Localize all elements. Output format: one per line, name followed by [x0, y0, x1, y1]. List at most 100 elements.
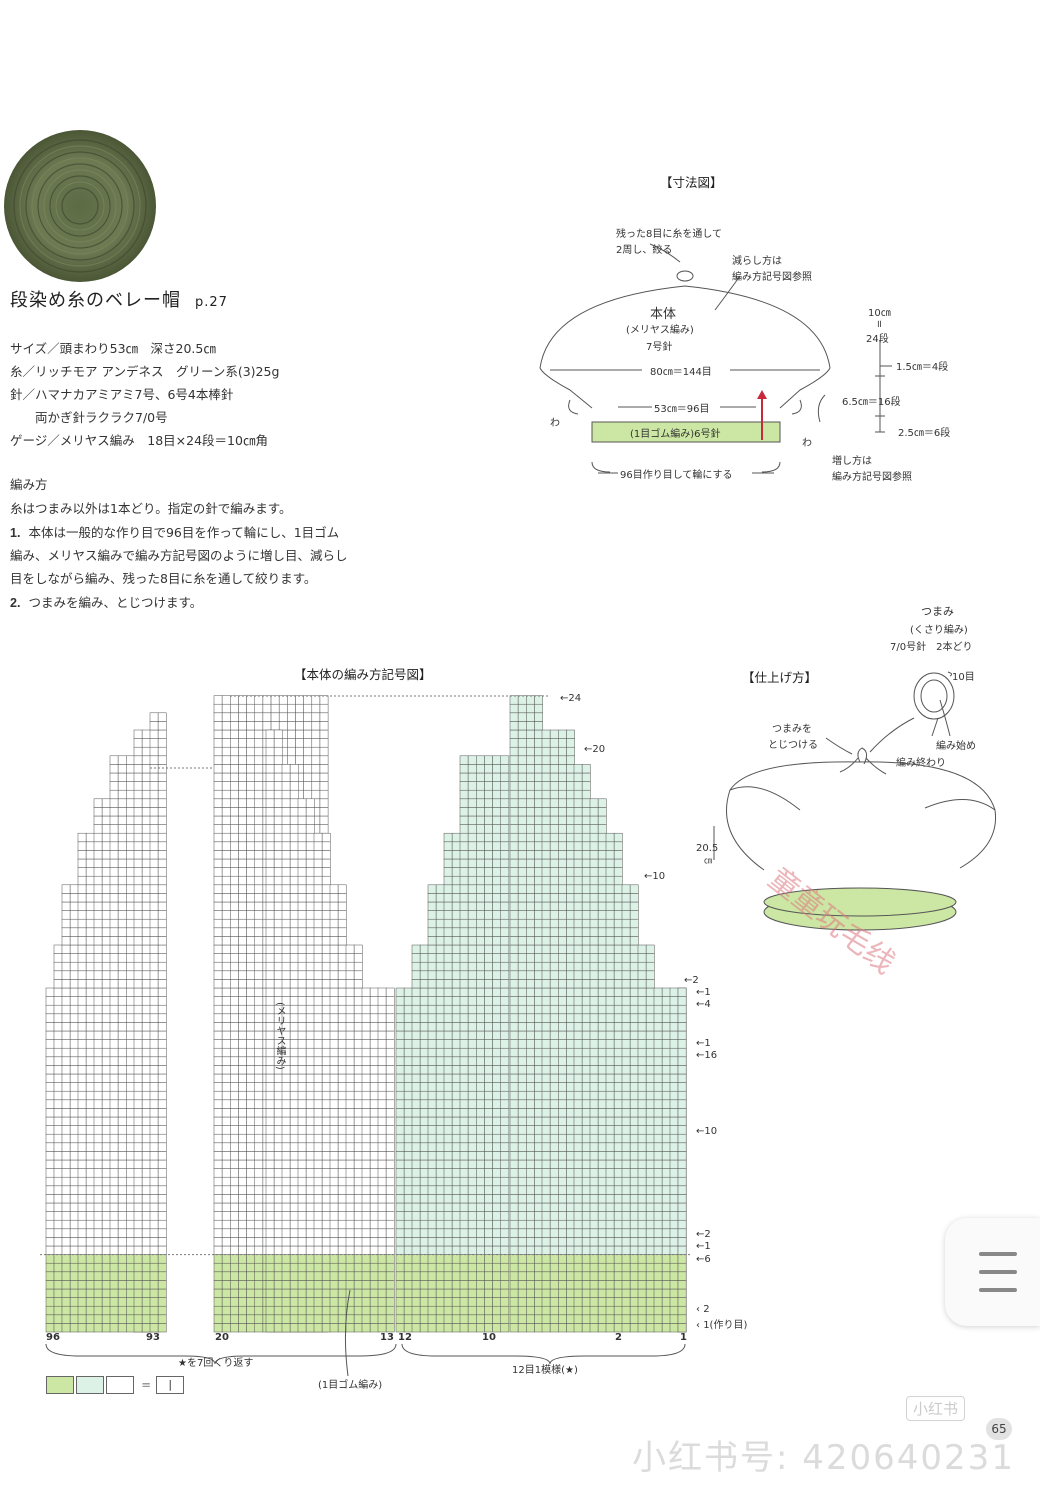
chart-cell: [621, 944, 631, 954]
chart-cell: [273, 1125, 283, 1135]
chart-cell: [93, 824, 103, 834]
chart-cell: [621, 1305, 631, 1316]
chart-cell: [353, 1108, 363, 1118]
chart-cell: [281, 927, 291, 937]
chart-cell: [573, 832, 583, 843]
chart-cell: [403, 1142, 413, 1152]
chart-cell: [492, 1116, 502, 1126]
chart-cell: [395, 1185, 405, 1195]
chart-cell: [597, 807, 607, 817]
chart-cell: [573, 764, 583, 774]
chart-cell: [345, 961, 355, 972]
chart-cell: [265, 953, 275, 963]
chart-cell: [558, 1211, 567, 1221]
chart-cell: [53, 1262, 63, 1273]
chart-cell: [637, 944, 647, 954]
chart-cell: [492, 961, 502, 972]
chart-cell: [637, 1176, 647, 1187]
chart-cell: [85, 1323, 95, 1333]
chart-cell: [500, 1305, 510, 1316]
chart-cell: [451, 936, 461, 946]
chart-cell: [467, 1245, 477, 1255]
chart-cell: [273, 1133, 283, 1144]
chart-cell: [126, 953, 135, 963]
chart-cell: [411, 953, 421, 963]
chart-cell: [69, 979, 79, 989]
chart-cell: [246, 1185, 256, 1195]
dim-width-80: 80㎝＝144目: [650, 367, 712, 378]
chart-cell: [589, 884, 599, 894]
chart-cell: [230, 781, 239, 791]
chart-cell: [451, 1073, 461, 1083]
chart-cell: [297, 850, 307, 860]
chart-cell: [246, 1262, 256, 1273]
chart-cell: [345, 1030, 355, 1040]
chart-cell: [221, 841, 231, 851]
chart-cell: [149, 1039, 159, 1049]
chart-cell: [526, 1305, 535, 1316]
chart-cell: [419, 1228, 429, 1238]
chart-cell: [385, 1142, 395, 1152]
chart-cell: [157, 1039, 167, 1049]
chart-cell: [435, 979, 445, 989]
chart-cell: [141, 850, 151, 860]
chart-cell: [435, 944, 445, 954]
chart-cell: [509, 807, 519, 817]
chart-cell: [509, 764, 519, 774]
chart-cell: [629, 1288, 639, 1298]
chart-cell: [597, 1254, 607, 1264]
chart-cell: [141, 1065, 151, 1075]
chart-cell: [213, 789, 223, 800]
chart-cell: [141, 1030, 151, 1040]
chart-cell: [549, 1030, 559, 1040]
chart-cell: [289, 1211, 299, 1221]
chart-cell: [117, 1159, 127, 1169]
chart-cell: [484, 1004, 493, 1015]
chart-cell: [411, 961, 421, 972]
chart-cell: [534, 841, 543, 851]
chart-cell: [289, 815, 299, 825]
chart-cell: [589, 875, 599, 886]
chart-cell: [126, 1168, 135, 1178]
chart-cell: [101, 936, 111, 946]
chart-cell: [238, 729, 247, 739]
chart-cell: [605, 850, 615, 860]
chart-cell: [246, 1073, 256, 1083]
chart-cell: [484, 901, 493, 911]
chart-cell: [509, 910, 519, 920]
chart-cell: [621, 910, 631, 920]
chart-cell: [246, 875, 256, 886]
chart-cell: [281, 1254, 291, 1264]
chart-cell: [313, 936, 323, 946]
chart-cell: [329, 1280, 339, 1290]
chart-cell: [526, 824, 535, 834]
chart-cell: [319, 764, 329, 774]
chart-cell: [297, 867, 307, 877]
chart-cell: [289, 1125, 299, 1135]
chart-cell: [321, 1065, 331, 1075]
chart-cell: [133, 1116, 143, 1126]
chart-cell: [126, 772, 135, 782]
chart-cell: [313, 1280, 323, 1290]
chart-cell: [581, 1030, 591, 1040]
chart-cell: [645, 1116, 655, 1126]
chart-cell: [230, 1056, 239, 1066]
chart-cell: [85, 927, 95, 937]
chart-cell: [213, 893, 223, 903]
chart-cell: [337, 1176, 347, 1187]
chart-cell: [281, 789, 291, 800]
chart-cell: [395, 1030, 405, 1040]
chart-cell: [157, 789, 167, 800]
chart-cell: [377, 1056, 387, 1066]
chart-cell: [500, 1142, 510, 1152]
chart-cell: [305, 824, 315, 834]
chart-cell: [443, 1314, 453, 1324]
chart-cell: [403, 1202, 413, 1212]
chart-cell: [558, 1151, 567, 1161]
chart-cell: [476, 1305, 485, 1316]
chart-cell: [411, 1022, 421, 1032]
chart-cell: [621, 1099, 631, 1109]
chart-cell: [581, 1228, 591, 1238]
chart-cell: [581, 798, 591, 808]
chart-cell: [149, 1004, 159, 1015]
